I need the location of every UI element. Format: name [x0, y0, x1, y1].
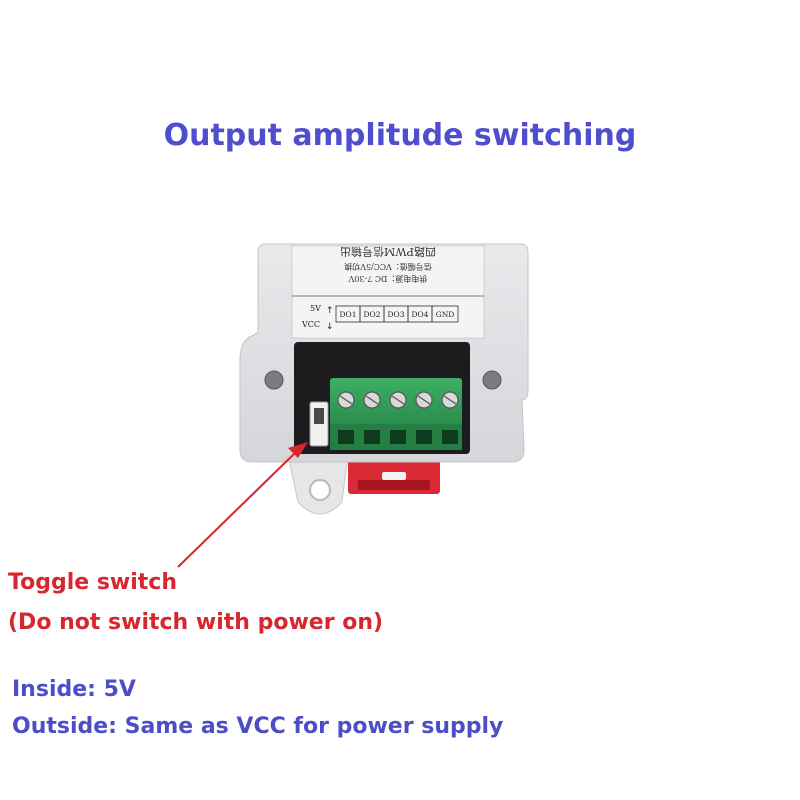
mounting-ear: [287, 454, 349, 515]
terminal-label-do1: DO1: [340, 310, 357, 319]
label-line-amplitude: 信号幅值：VCC/5V切换: [344, 262, 432, 272]
selector-label-5v: 5V: [310, 304, 321, 313]
selector-label-vcc: VCC: [301, 320, 320, 329]
screw-hole-left: [264, 370, 284, 390]
din-rail-clip: [348, 458, 440, 494]
terminal-label-gnd: GND: [436, 310, 455, 319]
pwm-module-photo: 供电电源：DC 7-30V 信号幅值：VCC/5V切换 四路PWM信号输出 5V…: [239, 243, 529, 515]
inside-position-note: Inside: 5V: [12, 677, 136, 702]
terminal-label-do3: DO3: [388, 310, 405, 319]
terminal-label-do2: DO2: [364, 310, 381, 319]
terminal-label-do4: DO4: [412, 310, 429, 319]
up-arrow-icon: ↑: [326, 306, 334, 316]
toggle-switch-label: Toggle switch: [8, 570, 177, 595]
down-arrow-icon: ↓: [326, 322, 334, 332]
outside-position-note: Outside: Same as VCC for power supply: [12, 714, 504, 739]
toggle-switch: [309, 401, 329, 447]
power-warning-label: (Do not switch with power on): [8, 610, 384, 635]
terminal-legend: DO1 DO2 DO3 DO4 GND: [335, 305, 459, 323]
label-line-product: 四路PWM信号输出: [340, 245, 436, 259]
screw-hole-right: [482, 370, 502, 390]
page-title: Output amplitude switching: [163, 118, 637, 153]
terminal-block: [330, 378, 462, 450]
product-label: 供电电源：DC 7-30V 信号幅值：VCC/5V切换 四路PWM信号输出 5V…: [291, 245, 485, 339]
label-line-power: 供电电源：DC 7-30V: [348, 274, 427, 284]
